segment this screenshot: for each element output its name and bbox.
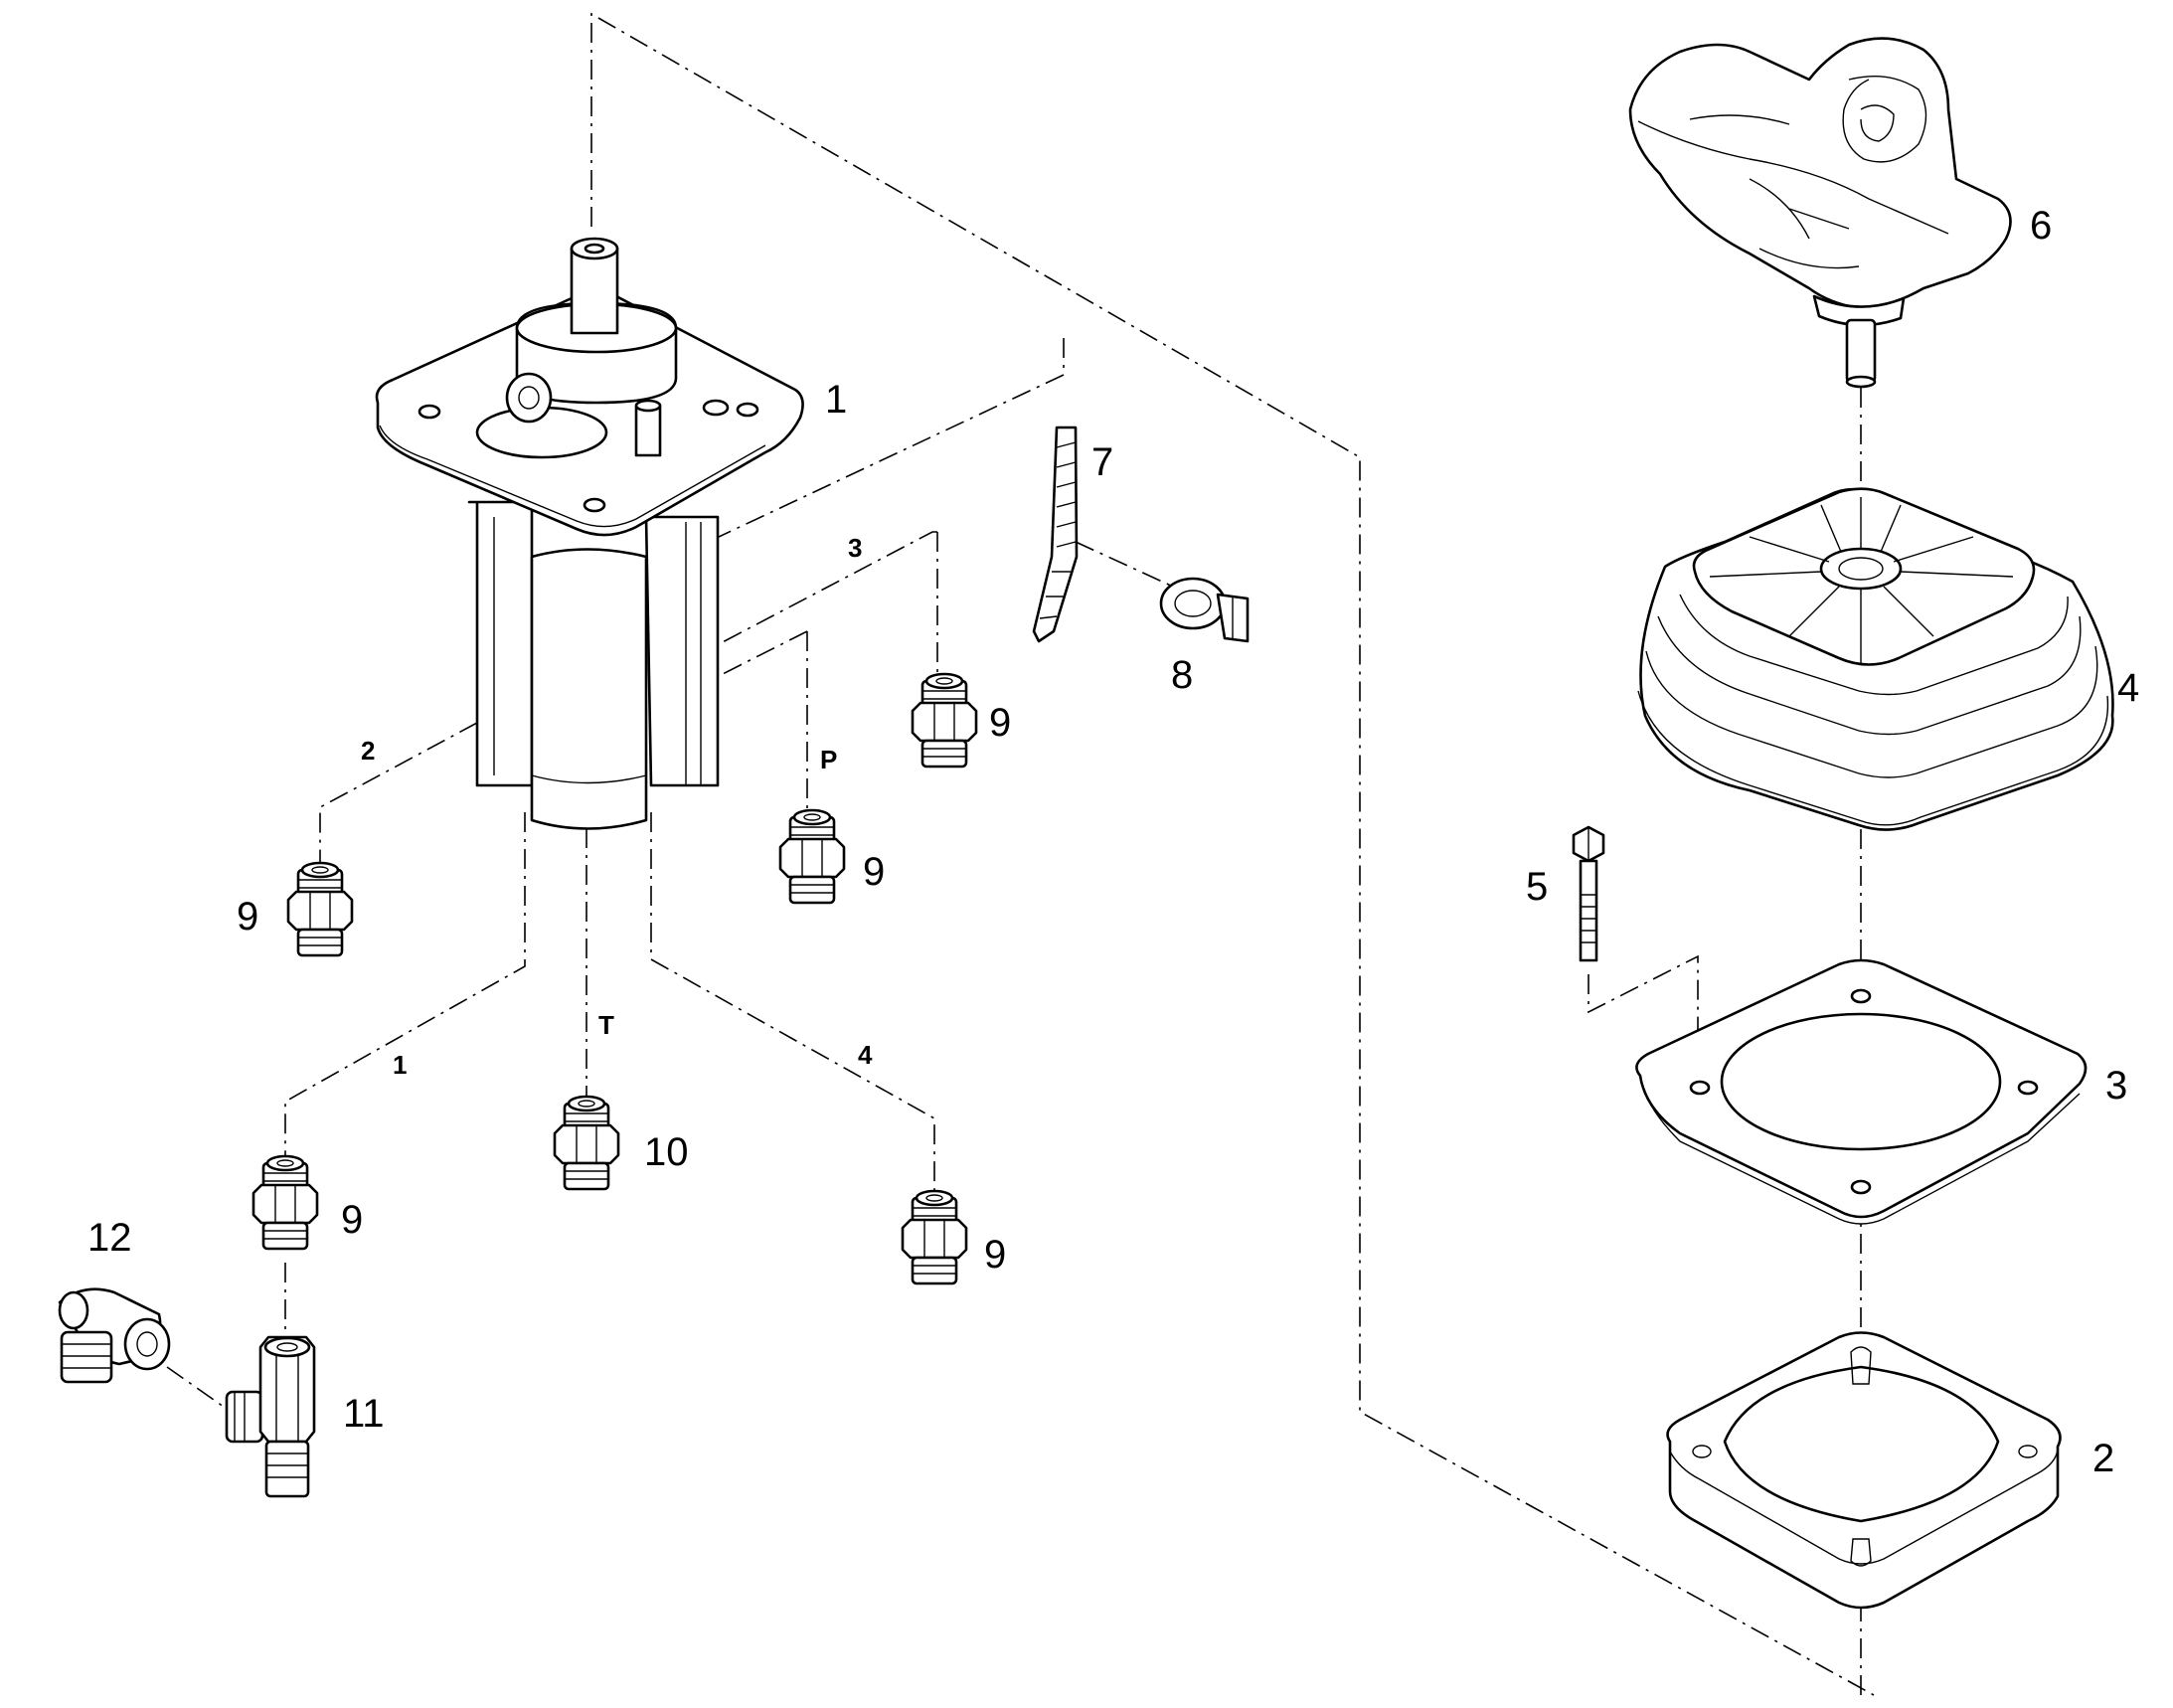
fitting-port-3	[911, 672, 978, 769]
tee-fitting	[225, 1335, 316, 1498]
line-screw	[1588, 954, 1699, 1094]
fitting-port-t	[553, 1095, 620, 1191]
valve-stem	[570, 247, 619, 335]
boot	[1637, 487, 2114, 831]
callout-elbow: 12	[87, 1216, 132, 1260]
valve-pin	[634, 404, 662, 457]
line-main-top	[590, 12, 1875, 1696]
callout-screw: 5	[1526, 865, 1548, 909]
port-label-t: T	[598, 1010, 614, 1040]
callout-cable: 7	[1091, 440, 1113, 484]
plate-hole-left	[418, 404, 441, 420]
callout-fitting-t: 10	[644, 1130, 689, 1174]
port-label-4: 4	[858, 1040, 873, 1070]
callout-tee: 11	[343, 1392, 385, 1436]
fitting-port-2	[286, 861, 354, 957]
elbow-fitting	[58, 1287, 171, 1384]
valve-assembly	[375, 237, 804, 830]
valve-cylinder-front	[530, 548, 648, 830]
line-port-4	[650, 812, 935, 1208]
fitting-port-1	[251, 1154, 319, 1251]
valve-ring	[505, 372, 553, 424]
fitting-port-p	[778, 808, 846, 905]
line-cable	[718, 338, 1065, 538]
line-port-p	[718, 630, 808, 835]
callout-boot: 4	[2117, 666, 2139, 710]
callout-labels: 1 2 3 4 5 6 7 8 9 9 9 9 9 10 11 12	[87, 204, 2139, 1480]
port-labels: 3 2 P T 1 4	[361, 533, 873, 1080]
gasket	[1635, 958, 2088, 1225]
port-label-1: 1	[393, 1050, 407, 1080]
assembly-lines	[166, 12, 1875, 1696]
callout-handle: 6	[2030, 204, 2052, 248]
fitting-port-4	[901, 1189, 968, 1285]
callout-valve: 1	[825, 378, 847, 422]
port-label-p: P	[820, 745, 837, 774]
callout-fitting-2: 9	[237, 895, 258, 939]
cable	[1032, 426, 1079, 643]
valve-cylinder-left	[467, 500, 534, 787]
callout-fitting-3: 9	[989, 701, 1011, 745]
handle	[1628, 37, 2012, 389]
flange	[1666, 1331, 2062, 1610]
handle-stem	[1845, 318, 1877, 384]
clip	[1159, 577, 1250, 643]
line-port-1	[284, 812, 526, 1173]
line-port-3	[718, 531, 938, 696]
callout-fitting-4: 9	[984, 1233, 1006, 1277]
line-cable-clip	[1075, 541, 1174, 588]
screw	[1572, 825, 1605, 962]
line-elbow	[166, 1366, 225, 1408]
callout-fitting-p: 9	[863, 850, 885, 894]
line-port-2	[319, 722, 478, 880]
valve-cylinder-right	[644, 515, 720, 787]
port-label-2: 2	[361, 736, 375, 766]
callout-fitting-1: 9	[341, 1198, 363, 1242]
callout-clip: 8	[1171, 653, 1193, 697]
callout-flange: 2	[2092, 1437, 2114, 1480]
port-label-3: 3	[848, 533, 862, 563]
callout-gasket: 3	[2105, 1064, 2127, 1108]
